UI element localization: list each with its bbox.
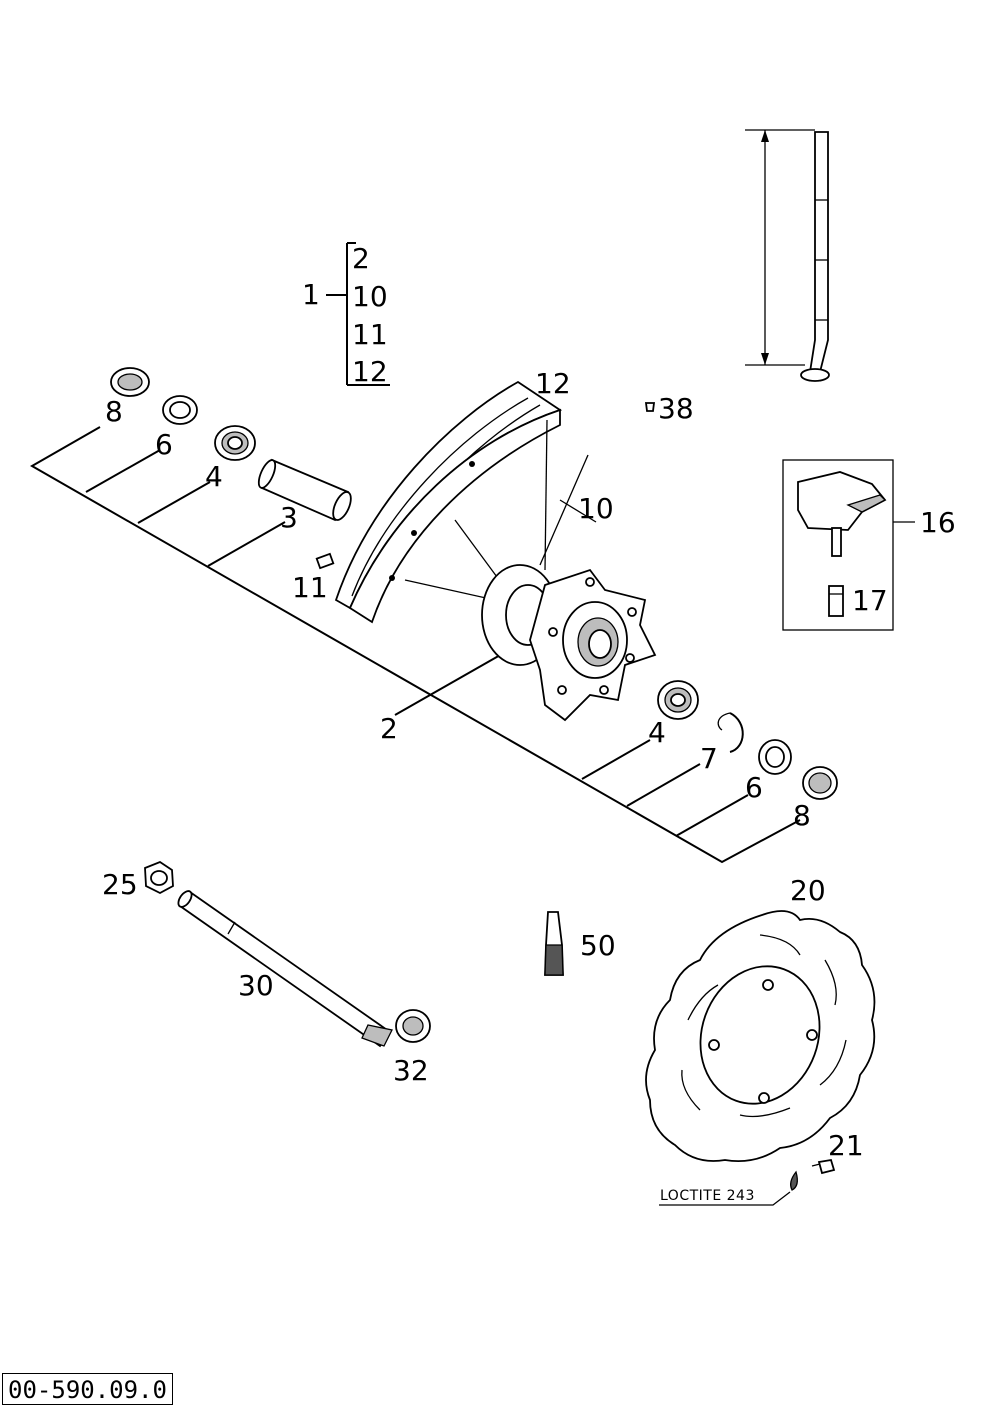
label-hub: 2	[380, 712, 398, 745]
label-nipple: 11	[292, 571, 328, 604]
grease-tube: 50	[544, 911, 616, 976]
label-spacer-tube: 3	[280, 501, 298, 534]
seal-left: 6	[155, 395, 198, 461]
distance-bush-right: 8	[793, 766, 838, 832]
valve-cap: 38	[644, 392, 694, 425]
label-axle-clamp: 32	[393, 1054, 429, 1087]
label-distance-bush-right: 8	[793, 799, 811, 832]
assembly-item-2: 10	[352, 280, 388, 313]
label-brake-disc: 20	[790, 874, 826, 907]
label-valve-insert: 17	[852, 584, 888, 617]
label-rim: 12	[535, 367, 571, 400]
label-grease: 50	[580, 929, 616, 962]
assembly-label: 1	[302, 278, 320, 311]
label-seal-left: 6	[155, 428, 173, 461]
distance-bush-left: 8	[105, 367, 150, 428]
assembly-item-3: 11	[352, 318, 388, 351]
tube-valve-box: 16 17	[782, 459, 956, 631]
label-bearing-left: 4	[205, 460, 223, 493]
leader-lines	[29, 426, 801, 864]
assembly-group: 1 2 10 11 12	[302, 242, 390, 388]
disc-screw: 21 LOCTITE 243	[659, 1129, 864, 1206]
label-distance-bush-left: 8	[105, 395, 123, 428]
axle-nut: 25	[102, 860, 174, 901]
wheel-spokes: 10	[404, 419, 614, 616]
label-circlip: 7	[700, 742, 718, 775]
label-bearing-right: 4	[648, 716, 666, 749]
label-axle-nut: 25	[102, 868, 138, 901]
circlip: 7	[700, 712, 744, 775]
wheel-hub: 2	[380, 564, 657, 745]
label-valve-cap: 38	[658, 392, 694, 425]
label-disc-screw: 21	[828, 1129, 864, 1162]
label-axle: 30	[238, 969, 274, 1002]
loctite-note: LOCTITE 243	[660, 1188, 755, 1204]
bearing-left: 4	[205, 425, 256, 493]
wheel-rim: 12	[334, 367, 571, 624]
diagram-reference-number: 00-590.09.0	[2, 1373, 173, 1405]
axle: 30	[177, 890, 393, 1048]
spoke-nipple: 11	[292, 552, 335, 604]
assembly-item-1: 2	[352, 242, 370, 275]
spacer-tube: 3	[257, 458, 352, 534]
assembly-item-4: 12	[352, 355, 388, 388]
label-spoke: 10	[578, 492, 614, 525]
seal-right: 6	[745, 739, 792, 804]
brake-disc: 20	[645, 874, 876, 1163]
spoke-dimension-drawing	[745, 129, 830, 382]
label-tube-valve: 16	[920, 506, 956, 539]
bearing-right: 4	[648, 680, 699, 749]
label-seal-right: 6	[745, 771, 763, 804]
axle-clamp: 32	[393, 1009, 431, 1087]
